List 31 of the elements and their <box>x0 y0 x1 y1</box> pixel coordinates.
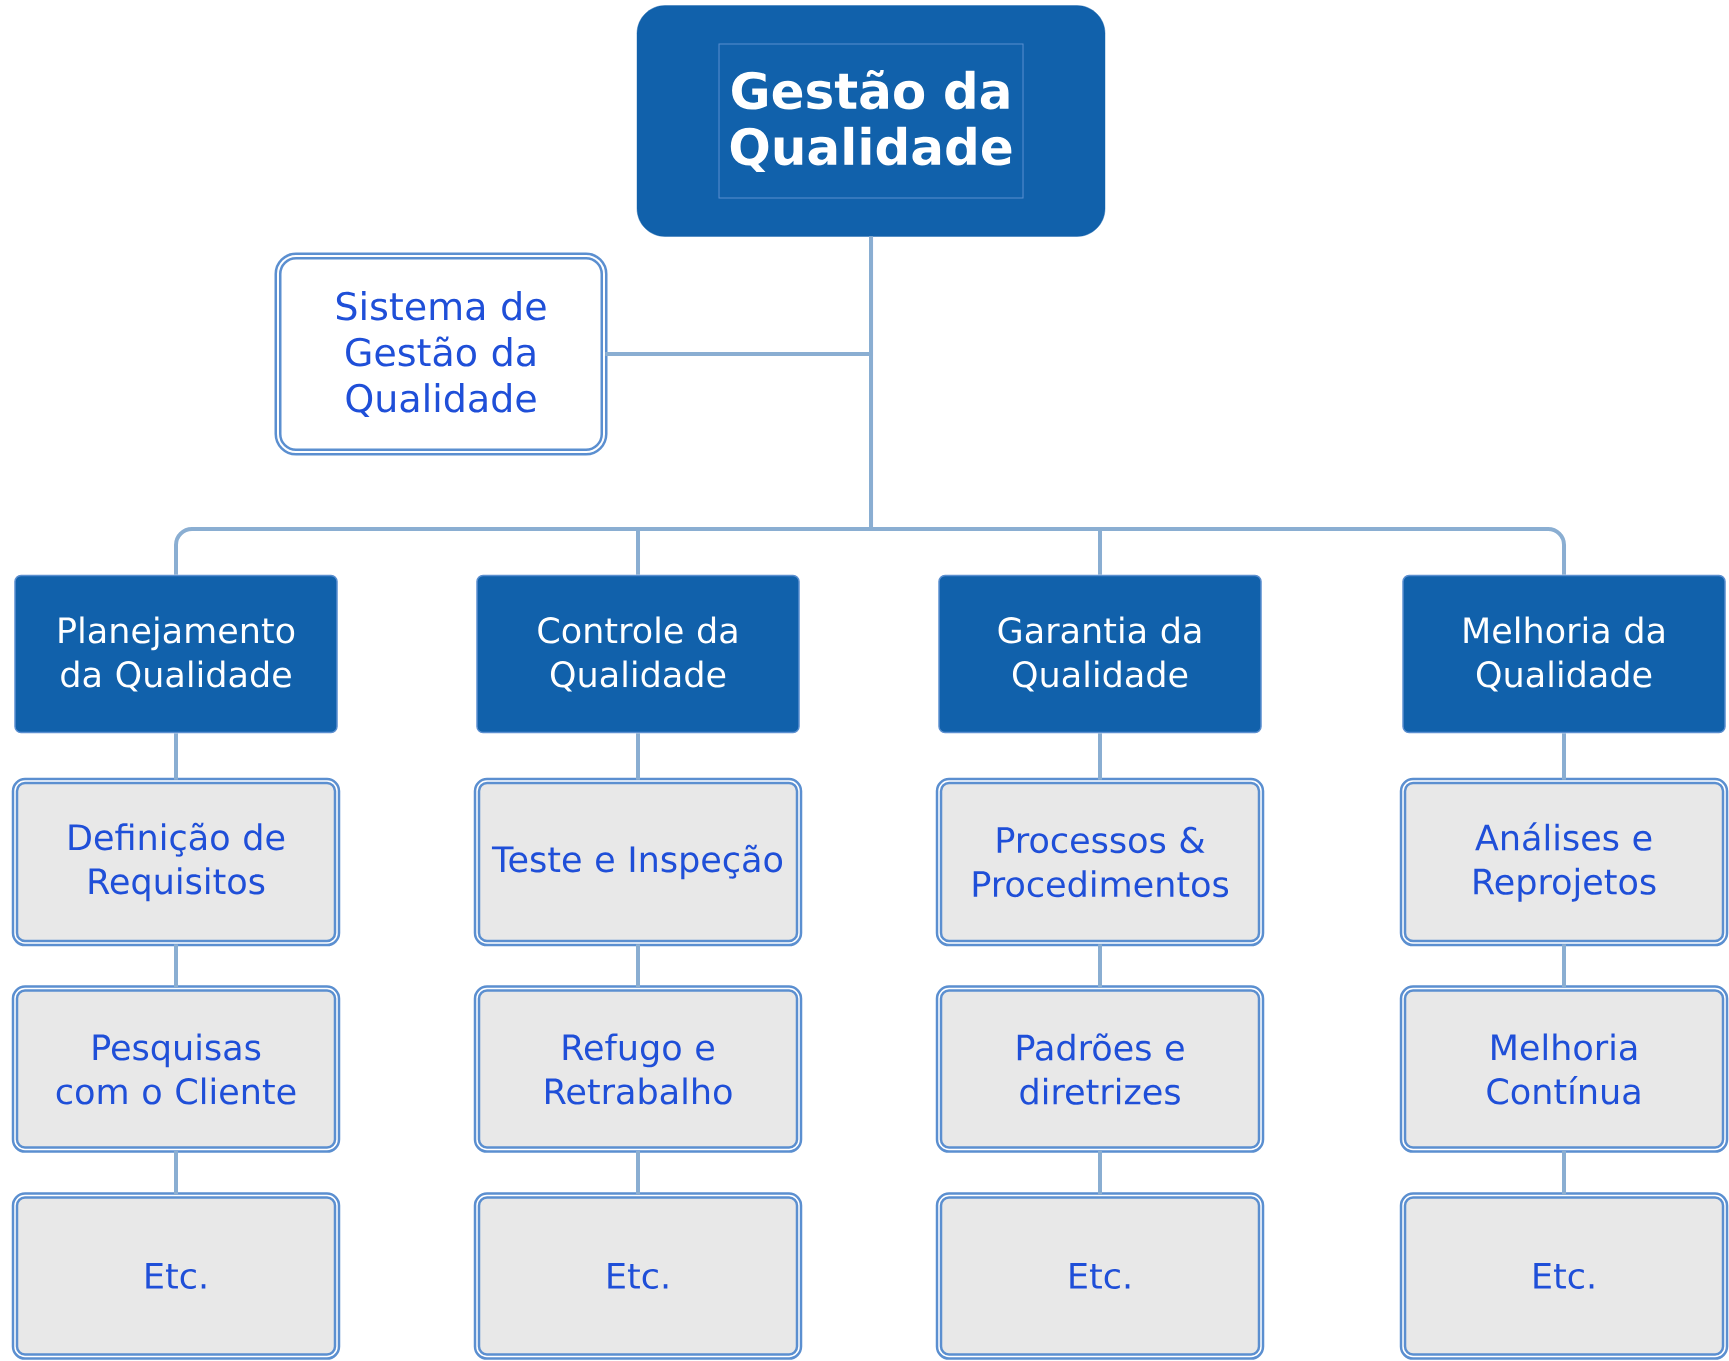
connector-line <box>636 944 640 988</box>
item-box: Análises e Reprojetos <box>1399 777 1729 947</box>
connector-line <box>1562 1150 1566 1195</box>
category-box: Controle da Qualidade <box>476 574 800 734</box>
category-box: Garantia da Qualidade <box>938 574 1262 734</box>
item-box: Pesquisas com o Cliente <box>11 985 341 1153</box>
item-box: Definição de Requisitos <box>11 777 341 947</box>
connector-line <box>1098 944 1102 988</box>
category-box: Planejamento da Qualidade <box>14 574 338 734</box>
connector-line <box>869 236 1566 575</box>
item-box: Etc. <box>1399 1192 1729 1360</box>
connector-line <box>174 733 178 780</box>
item-box: Etc. <box>935 1192 1265 1360</box>
item-box: Teste e Inspeção <box>473 777 803 947</box>
item-box: Refugo e Retrabalho <box>473 985 803 1153</box>
item-box: Etc. <box>473 1192 803 1360</box>
system-box: Sistema de Gestão da Qualidade <box>274 252 608 456</box>
connector-line <box>174 944 178 988</box>
item-box: Melhoria Contínua <box>1399 985 1729 1153</box>
title-box: Gestão da Qualidade <box>636 5 1106 237</box>
connector-line <box>1562 944 1566 988</box>
connector-line <box>636 733 640 780</box>
category-box: Melhoria da Qualidade <box>1402 574 1726 734</box>
connector-line <box>1098 733 1102 780</box>
item-box: Padrões e diretrizes <box>935 985 1265 1153</box>
item-box: Etc. <box>11 1192 341 1360</box>
connector-line <box>174 1150 178 1195</box>
connector-line <box>636 1150 640 1195</box>
connector-line <box>1562 733 1566 780</box>
item-box: Processos & Procedimentos <box>935 777 1265 947</box>
connector-line <box>1098 1150 1102 1195</box>
